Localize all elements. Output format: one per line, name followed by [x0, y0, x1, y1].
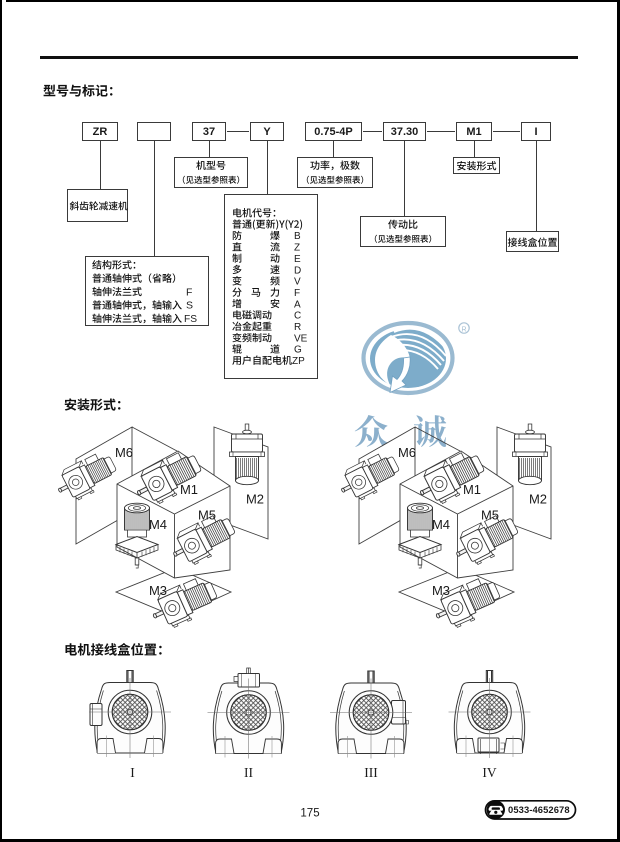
svg-text:II: II — [244, 765, 253, 780]
svg-text:0533-4652678: 0533-4652678 — [508, 804, 570, 815]
svg-text:S: S — [186, 300, 193, 312]
svg-text:M1: M1 — [180, 482, 198, 497]
svg-text:V: V — [294, 277, 301, 288]
svg-text:M6: M6 — [115, 445, 133, 460]
svg-text:M6: M6 — [398, 445, 416, 460]
svg-text:D: D — [294, 265, 301, 276]
svg-text:B: B — [294, 231, 301, 242]
svg-text:Z: Z — [294, 243, 300, 254]
svg-text:M1: M1 — [463, 482, 481, 497]
svg-text:ZP: ZP — [292, 356, 305, 367]
svg-text:M5: M5 — [198, 508, 216, 523]
svg-text:R: R — [461, 327, 466, 334]
svg-text:M2: M2 — [246, 492, 264, 507]
svg-text:C: C — [294, 311, 301, 322]
svg-text:FS: FS — [184, 314, 197, 325]
svg-text:M3: M3 — [432, 583, 450, 598]
svg-text:F: F — [186, 286, 192, 298]
svg-text:M3: M3 — [149, 583, 167, 598]
svg-text:M2: M2 — [529, 492, 547, 507]
svg-text:I: I — [130, 765, 135, 780]
svg-text:M4: M4 — [432, 517, 450, 532]
svg-text:F: F — [294, 288, 300, 299]
svg-text:175: 175 — [300, 808, 319, 820]
svg-text:A: A — [294, 299, 301, 310]
svg-text:IV: IV — [482, 765, 496, 780]
svg-text:G: G — [294, 345, 302, 356]
svg-text:M5: M5 — [481, 508, 499, 523]
svg-text:III: III — [364, 765, 378, 780]
svg-text:VE: VE — [294, 333, 308, 344]
svg-text:E: E — [294, 254, 301, 265]
svg-text:M4: M4 — [149, 517, 167, 532]
svg-text:R: R — [294, 322, 301, 333]
